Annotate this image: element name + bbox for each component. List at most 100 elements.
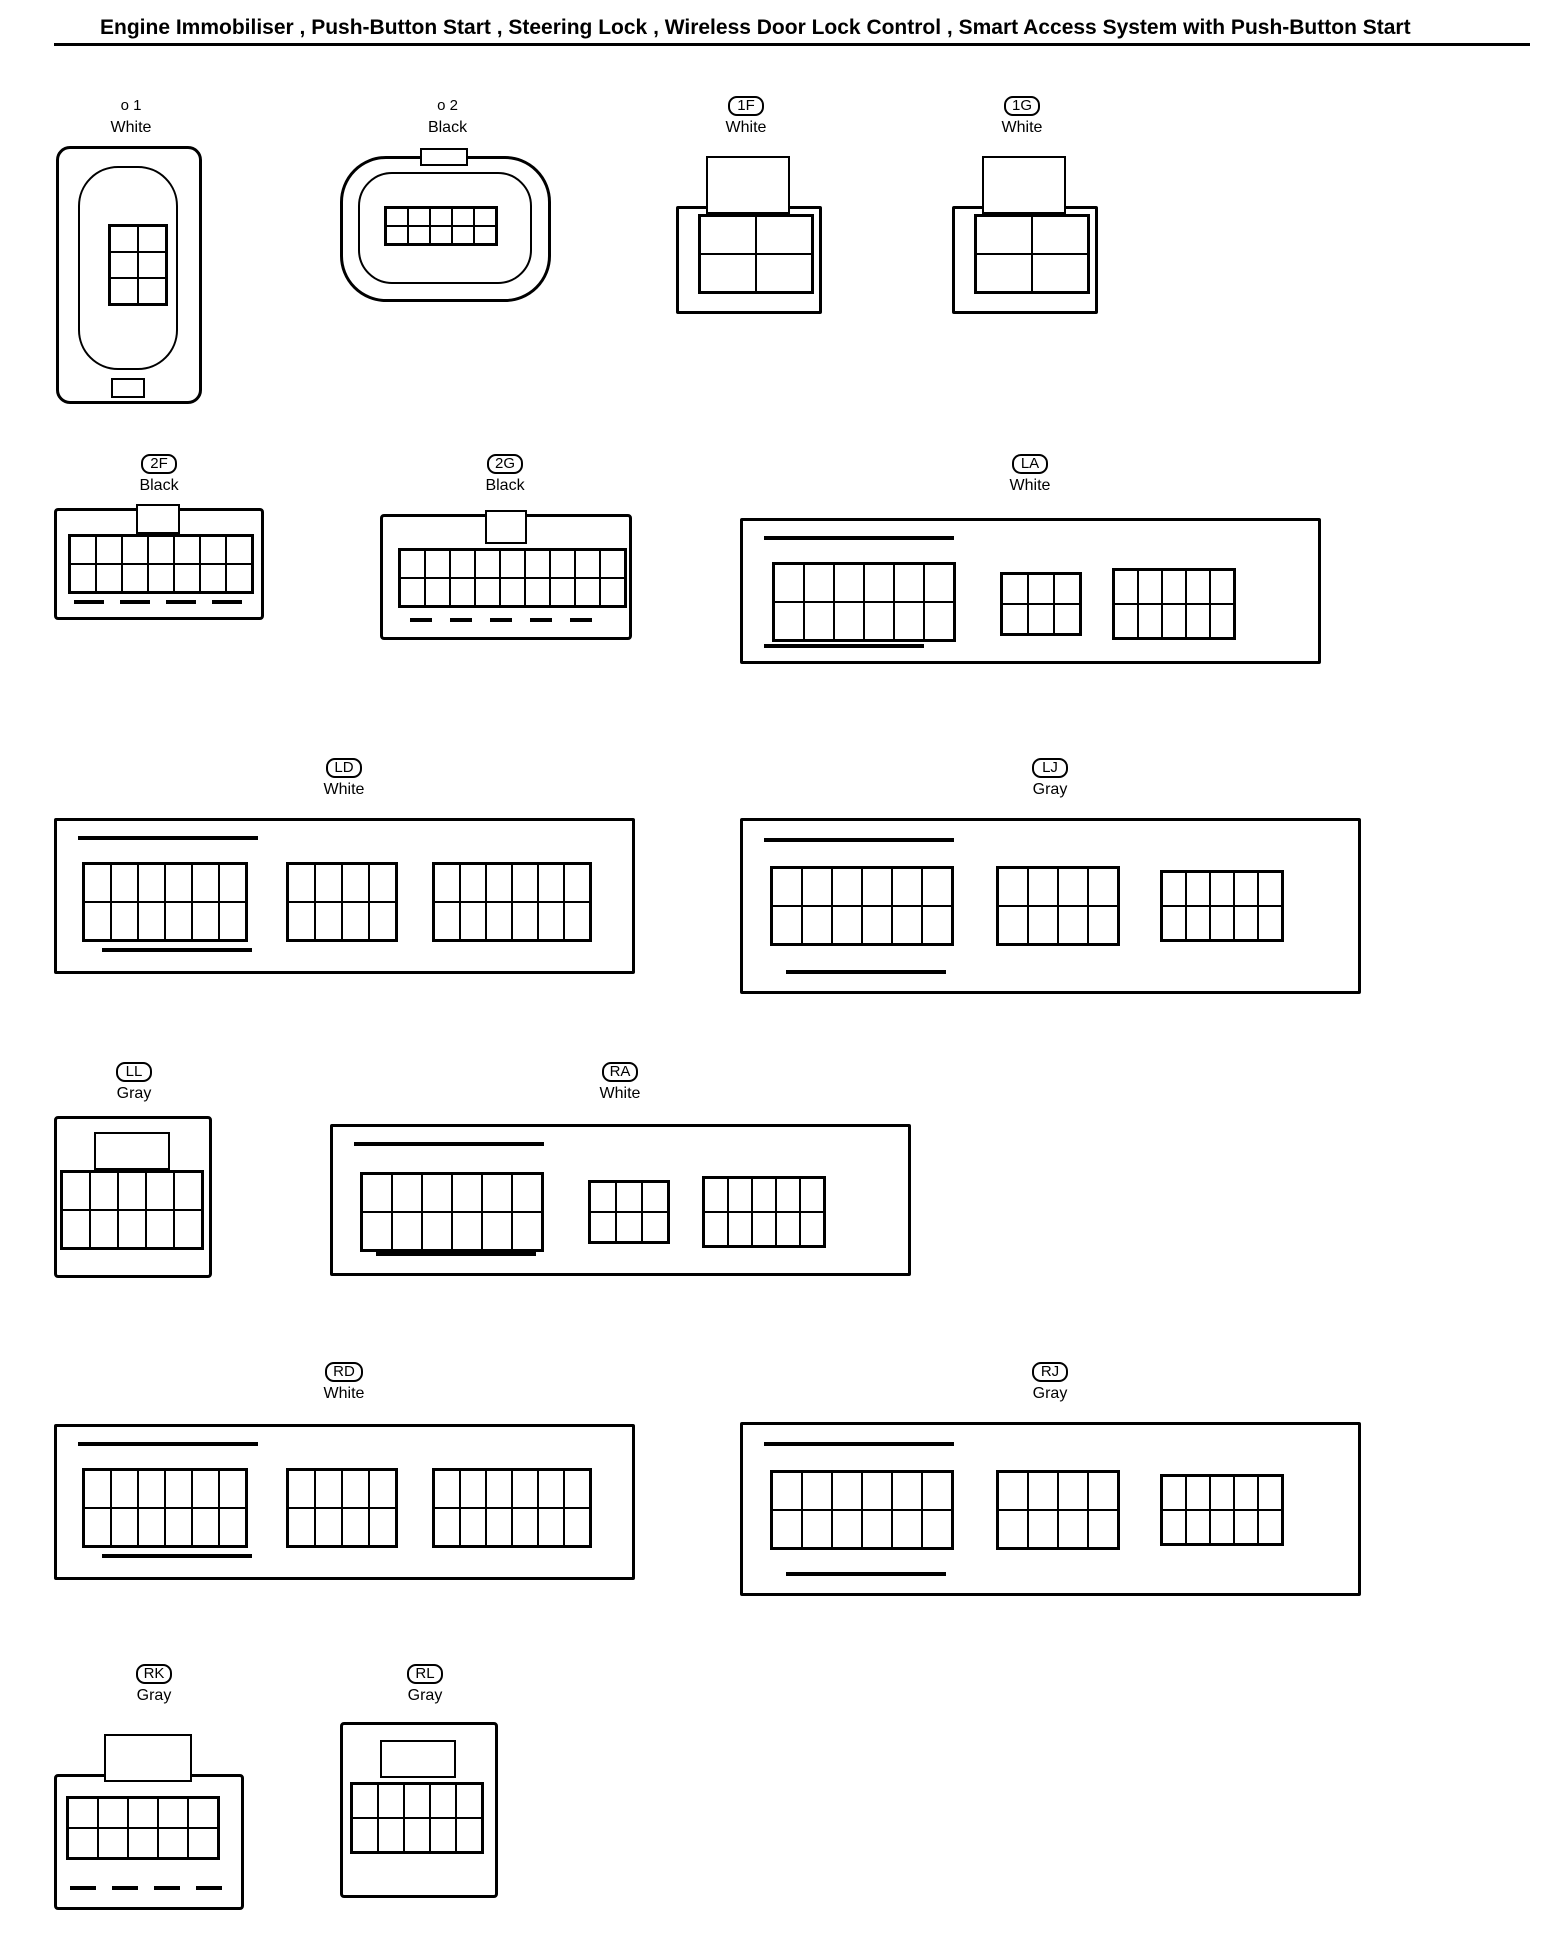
pin-17 [84,1508,111,1546]
pin-15 [362,1212,392,1250]
connector-color: Gray [1032,781,1068,798]
pin-2 [90,1172,118,1210]
pin-29 [1234,1510,1258,1544]
connector-rd: RD White [54,1362,635,1602]
pin-21 [1002,604,1028,634]
rib [376,1252,536,1256]
pin-10 [1088,1472,1118,1510]
pin-21 [192,1508,219,1546]
pin-5 [188,1798,218,1828]
pin-7 [122,564,148,592]
pin-9 [174,564,200,592]
pin-11 [434,864,460,902]
connector-color: White [1001,119,1043,136]
pin-32 [564,902,590,940]
pin-28 [460,1508,486,1546]
pin-empty [600,578,625,606]
connector-color: Gray [1032,1385,1068,1402]
pin-group [360,1172,544,1252]
page-title: Engine Immobiliser , Push-Button Start ,… [100,16,1411,39]
connector-1g: 1G White [942,96,1102,336]
pin-5 [174,1172,202,1210]
pin-30 [512,902,538,940]
pin-3 [110,252,138,278]
connector-code: RD [325,1362,363,1382]
pin-4 [864,564,894,602]
pin-group [108,224,168,306]
pin-18 [832,1510,862,1548]
pin-6 [219,864,246,902]
pin-24 [315,902,342,940]
pin-29 [1234,906,1258,940]
pin-27 [776,1212,800,1246]
connector-shell [358,172,532,284]
pin-group [1112,568,1236,640]
pin-6 [924,564,954,602]
pin-6 [62,1210,90,1248]
connector-color: White [323,781,365,798]
pin-8 [1028,574,1054,604]
pin-group [1000,572,1082,636]
pin-3 [118,1172,146,1210]
connector-code: RA [601,1062,639,1082]
pin-8 [450,578,475,606]
pin-6 [400,578,425,606]
pin-empty [174,536,200,564]
pin-18 [111,1508,138,1546]
pin-16 [772,1510,802,1548]
pin-3 [128,1798,158,1828]
pin-7 [590,1182,616,1212]
pin-11 [728,1178,752,1212]
pin-6 [386,226,408,244]
pin-25 [1138,604,1162,638]
connector-code: RJ [1032,1362,1068,1382]
pin-10 [474,226,496,244]
pin-26 [1162,1510,1186,1544]
pin-4 [575,550,600,578]
pin-11 [1138,570,1162,604]
rib [490,618,512,622]
pin-28 [1210,604,1234,638]
rib [78,836,258,840]
rib [212,600,242,604]
pin-3 [138,864,165,902]
pin-22 [616,1212,642,1242]
pin-5 [456,1784,482,1818]
pin-empty [475,550,500,578]
connector-code: o 2 [437,97,458,114]
pin-group [974,214,1090,294]
connector-color: White [323,1385,365,1402]
connector-code: 1G [1003,96,1040,116]
pin-12 [1186,1476,1210,1510]
pin-group [350,1782,484,1854]
pin-5 [894,564,924,602]
pin-5 [70,564,96,592]
pin-16 [804,602,834,640]
pin-17 [802,1510,832,1548]
pin-5 [474,208,496,226]
rib [166,600,196,604]
pin-7 [998,1472,1028,1510]
pin-22 [219,902,246,940]
pin-21 [590,1212,616,1242]
pin-empty [550,550,575,578]
rib [764,536,954,540]
pin-3 [450,550,475,578]
pin-18 [864,602,894,640]
connector-color: Gray [136,1687,172,1704]
pin-27 [1186,604,1210,638]
connector-color: Black [139,477,179,494]
pin-6 [922,868,952,906]
pin-11 [1162,1476,1186,1510]
rib [78,1442,258,1446]
pin-22 [998,1510,1028,1548]
pin-23 [1028,906,1058,944]
pin-9 [475,578,500,606]
